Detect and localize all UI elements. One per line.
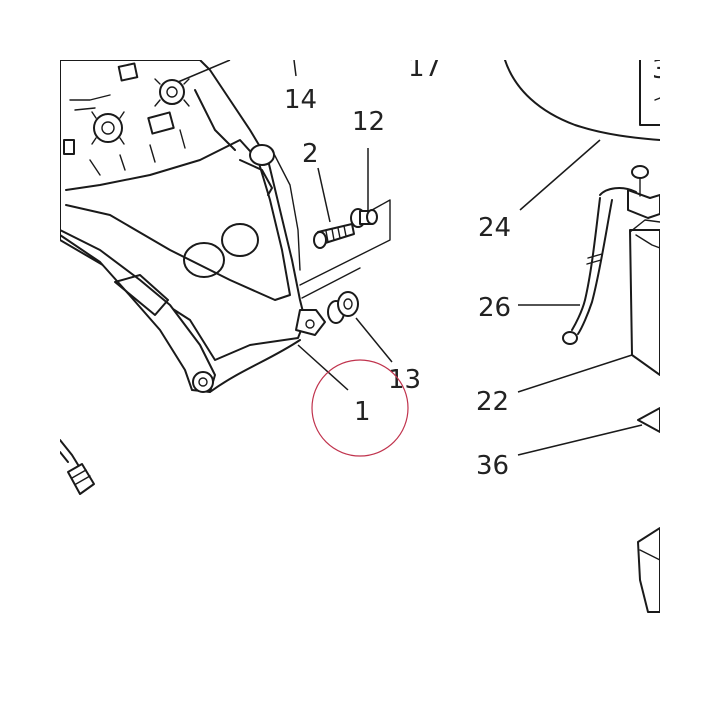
leader-36 bbox=[517, 424, 643, 456]
connector-bottom-left bbox=[60, 439, 95, 495]
leader-1 bbox=[297, 344, 349, 391]
grommet-part-13 bbox=[327, 291, 359, 324]
bolt-top-right bbox=[631, 165, 649, 197]
rear-plate-part bbox=[60, 60, 326, 393]
callout-24: 24 bbox=[478, 213, 511, 243]
callout-26: 26 bbox=[478, 293, 511, 323]
callout-1: 1 bbox=[354, 397, 371, 427]
collar-part-12 bbox=[350, 208, 378, 228]
gear-detail bbox=[91, 78, 190, 145]
highlight-circle bbox=[311, 359, 409, 457]
callout-36: 36 bbox=[476, 451, 509, 481]
pad-part-36 bbox=[637, 407, 660, 433]
callout-22: 22 bbox=[476, 387, 509, 417]
leader-2 bbox=[317, 167, 331, 223]
callout-14: 14 bbox=[284, 85, 317, 115]
leader-14 bbox=[293, 60, 297, 77]
leader-13 bbox=[355, 317, 393, 363]
callout-12: 12 bbox=[352, 107, 385, 137]
ground-cable-part-26 bbox=[562, 187, 637, 345]
tray-bottom-right bbox=[637, 527, 660, 613]
leader-22 bbox=[517, 354, 633, 393]
leader-24 bbox=[519, 139, 601, 211]
battery-part-22 bbox=[627, 189, 660, 376]
cable-part-24 bbox=[504, 60, 660, 141]
callout-2: 2 bbox=[302, 139, 319, 169]
screw-part-2 bbox=[313, 223, 355, 249]
